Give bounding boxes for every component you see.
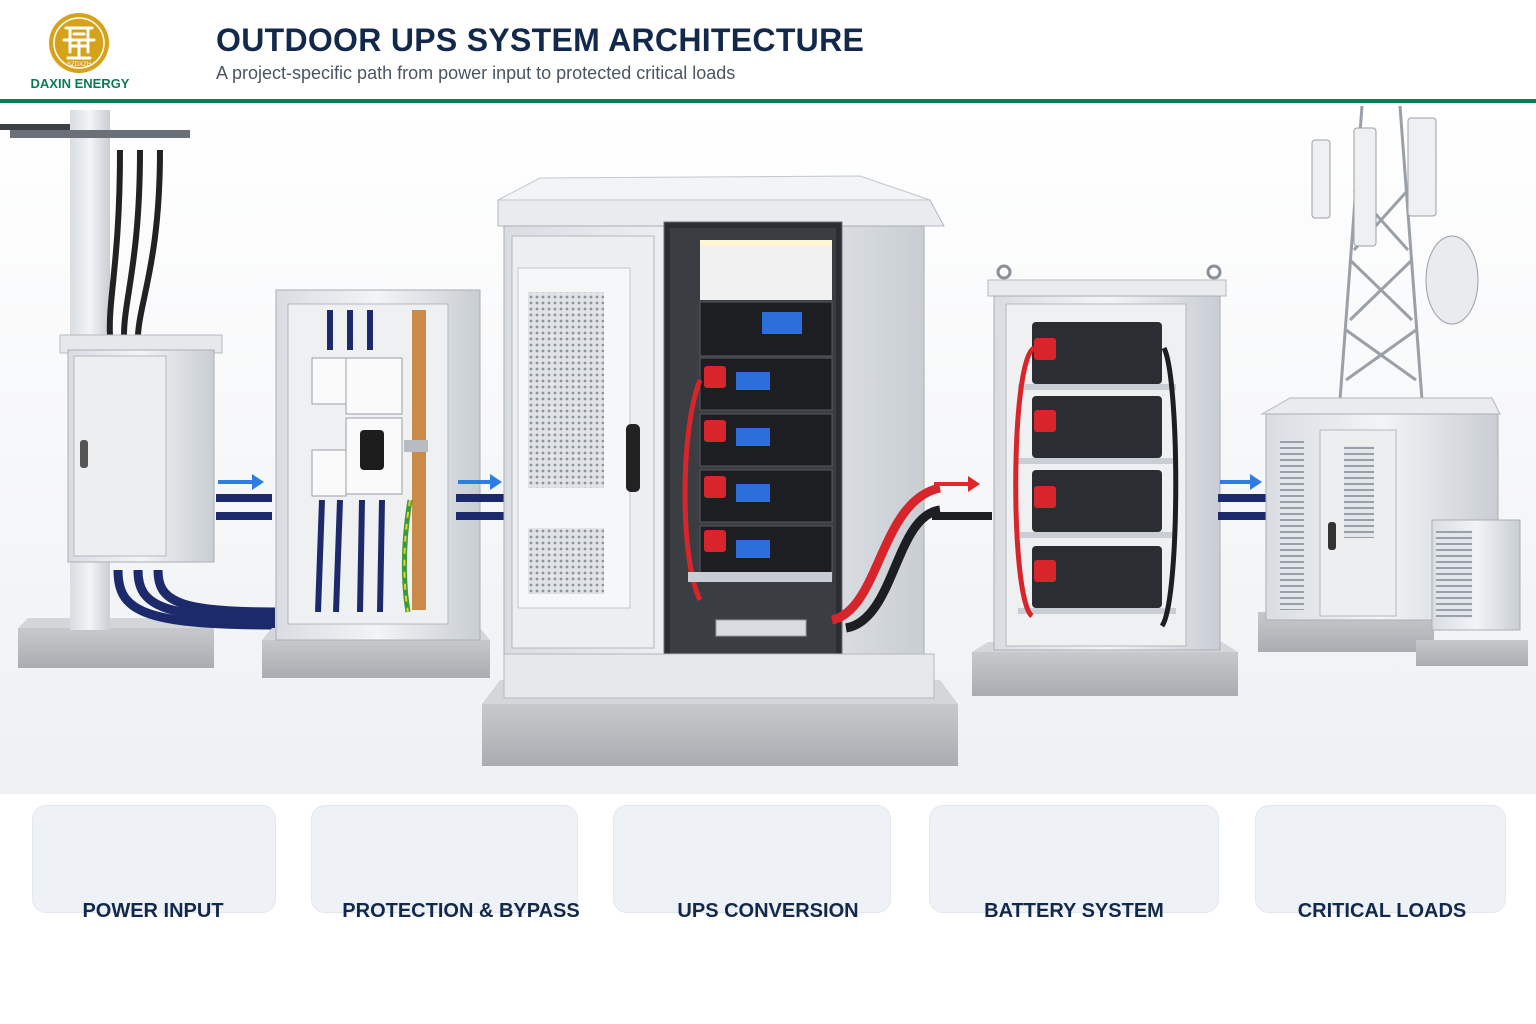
system-illustration xyxy=(0,104,1536,794)
stage-card-critical-loads xyxy=(1255,805,1506,913)
stage-card-ups-conversion xyxy=(613,805,891,913)
logo-seal-text: SZDXZH xyxy=(67,62,91,68)
flow-arrow-4 xyxy=(1218,474,1266,520)
company-logo: SZDXZH DAXIN ENERGY xyxy=(28,10,132,94)
brand-name: DAXIN ENERGY xyxy=(30,76,130,91)
flow-arrow-1 xyxy=(216,474,272,520)
outdoor-ups-cabinet xyxy=(482,175,958,766)
stage-card-protection-bypass xyxy=(311,805,578,913)
stage-card-battery-system xyxy=(929,805,1219,913)
page-title: OUTDOOR UPS SYSTEM ARCHITECTURE xyxy=(216,22,865,58)
stage-label-protection-bypass: PROTECTION & BYPASS xyxy=(342,900,580,922)
stage-label-critical-loads: CRITICAL LOADS xyxy=(1297,900,1467,922)
stage-card-power-input xyxy=(32,805,276,913)
header-divider xyxy=(0,99,1536,103)
telecom-shelter-and-tower xyxy=(1258,105,1528,666)
battery-rack-cabinet xyxy=(972,264,1238,696)
stage-label-power-input: POWER INPUT xyxy=(82,900,224,922)
flow-arrow-2 xyxy=(456,474,508,520)
stage-label-battery-system: BATTERY SYSTEM xyxy=(984,900,1164,922)
page-subtitle: A project-specific path from power input… xyxy=(216,63,736,83)
utility-pole-with-meter-box xyxy=(0,110,276,668)
logo-seal-icon: SZDXZH xyxy=(49,13,109,73)
protection-bypass-cabinet xyxy=(262,289,490,678)
flow-arrow-3 xyxy=(932,476,992,520)
stage-label-ups-conversion: UPS CONVERSION xyxy=(677,900,859,922)
